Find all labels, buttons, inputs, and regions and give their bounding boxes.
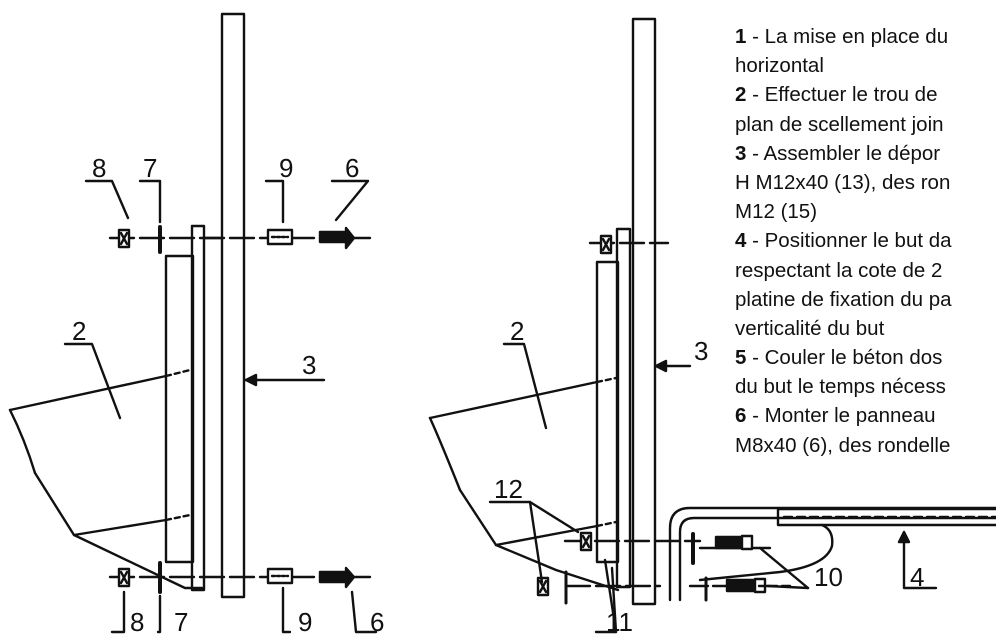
step-text: respectant la cote de 2	[735, 258, 943, 282]
callout-12: 12	[494, 474, 523, 504]
callout-9-top: 9	[279, 153, 293, 183]
step-text: horizontal	[735, 54, 824, 78]
bolt-6-bottom	[318, 570, 348, 584]
step-text: platine de fixation du pa	[735, 287, 952, 311]
callout-7-top: 7	[143, 153, 157, 183]
step-line: plan de scellement join	[735, 110, 996, 139]
callout-3-left: 3	[302, 350, 316, 380]
right-view	[428, 17, 996, 634]
arm-2-left	[8, 374, 168, 412]
step-text: M12 (15)	[735, 200, 818, 224]
callout-7-bottom: 7	[174, 607, 188, 635]
step-line: respectant la cote de 2	[735, 256, 996, 285]
post-3-left	[220, 12, 246, 599]
step-5: 5 - Couler le béton dos du but le temps …	[735, 343, 996, 401]
step-1: 1 - La mise en place du horizontal	[735, 22, 996, 80]
arm-2-right	[428, 380, 599, 420]
callout-11: 11	[606, 607, 633, 635]
step-text: H M12x40 (13), des ron	[735, 170, 951, 194]
goal-frame-4	[668, 506, 996, 602]
left-view	[8, 12, 378, 634]
step-line: 6 - Monter le panneau	[735, 401, 996, 430]
step-number: 5	[735, 346, 747, 370]
callout-8-top: 8	[92, 153, 106, 183]
right-callouts: 2 3 12 11 10 4	[494, 316, 924, 635]
step-3: 3 - Assembler le dépor H M12x40 (13), de…	[735, 139, 996, 227]
support-frame-left	[164, 254, 195, 564]
step-line: M8x40 (6), des rondelle	[735, 431, 996, 460]
bolt-6-top	[318, 230, 348, 244]
step-4: 4 - Positionner le but da respectant la …	[735, 226, 996, 343]
step-number: 4	[735, 229, 747, 253]
step-text: - La mise en place du	[752, 25, 949, 48]
arm-2-left-bottom	[33, 471, 168, 537]
left-callouts: 8 7 9 6 2 3 8 7 9 6	[72, 153, 384, 635]
step-line: 5 - Couler le béton dos	[735, 343, 996, 372]
callout-9-bottom: 9	[298, 607, 312, 635]
step-text: - Positionner le but da	[752, 229, 952, 253]
step-line: 2 - Effectuer le trou de	[735, 80, 996, 109]
arm-2-right-bottom	[458, 488, 599, 547]
step-text: - Monter le panneau	[752, 404, 936, 428]
step-text: plan de scellement join	[735, 112, 944, 136]
support-frame-right	[595, 260, 620, 564]
step-text: M8x40 (6), des rondelle	[735, 433, 951, 457]
step-text: - Couler le béton dos	[752, 346, 943, 370]
step-number: 6	[735, 404, 747, 428]
step-text: - Assembler le dépor	[752, 141, 941, 165]
step-line: horizontal	[735, 51, 996, 80]
step-text: - Effectuer le trou de	[752, 83, 938, 107]
post-3-right	[631, 17, 657, 606]
step-number: 1	[735, 25, 747, 48]
callout-4: 4	[910, 562, 924, 592]
step-line: verticalité du but	[735, 314, 996, 343]
step-line: M12 (15)	[735, 197, 996, 226]
bolt-10-top	[714, 535, 744, 550]
step-line: 4 - Positionner le but da	[735, 226, 996, 255]
callout-2-right: 2	[510, 316, 524, 346]
step-number: 3	[735, 141, 747, 165]
callout-2-left: 2	[72, 316, 86, 346]
step-text: verticalité du but	[735, 316, 885, 340]
step-line: 3 - Assembler le dépor	[735, 139, 996, 168]
step-line: platine de fixation du pa	[735, 285, 996, 314]
step-text: du but le temps nécess	[735, 375, 946, 399]
assembly-instructions: 1 - La mise en place du horizontal 2 - E…	[735, 22, 996, 460]
panel-4	[776, 507, 996, 527]
step-number: 2	[735, 83, 747, 107]
callout-6-bottom: 6	[370, 607, 384, 635]
step-line: 1 - La mise en place du	[735, 22, 996, 51]
callout-3-right: 3	[694, 336, 708, 366]
callout-6-top: 6	[345, 153, 359, 183]
callout-10: 10	[814, 562, 843, 592]
callout-8-bottom: 8	[130, 607, 144, 635]
step-line: H M12x40 (13), des ron	[735, 168, 996, 197]
step-line: du but le temps nécess	[735, 372, 996, 401]
step-2: 2 - Effectuer le trou de plan de scellem…	[735, 80, 996, 138]
step-6: 6 - Monter le panneau M8x40 (6), des ron…	[735, 401, 996, 459]
